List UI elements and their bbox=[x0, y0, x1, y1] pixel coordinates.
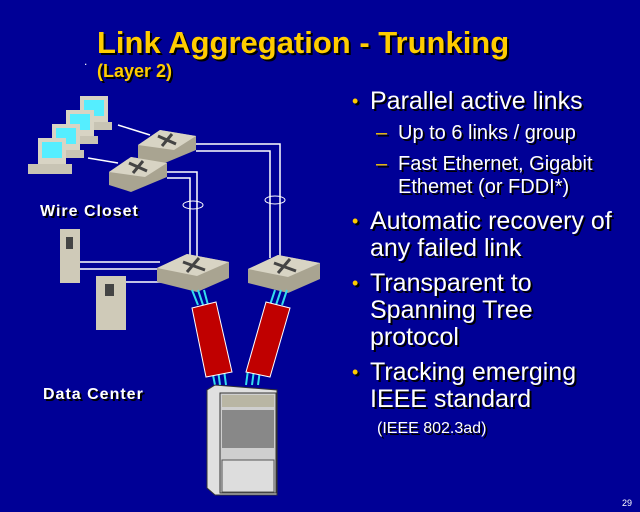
slide-title: Link Aggregation - Trunking bbox=[97, 25, 510, 60]
trunk-tube-right bbox=[245, 301, 291, 378]
bullet-text: protocol bbox=[370, 323, 459, 351]
bullet-text: Automatic recovery of bbox=[370, 207, 612, 235]
sub-bullet-text: Up to 6 links / group bbox=[398, 122, 576, 144]
bullet-text: Spanning Tree bbox=[370, 296, 533, 324]
wire-closet-label: Wire Closet bbox=[40, 203, 139, 220]
bullet-text: Tracking emerging bbox=[370, 358, 577, 386]
data-center-label: Data Center bbox=[43, 386, 144, 403]
switch-icons bbox=[109, 130, 320, 293]
bullet-text: IEEE standard bbox=[370, 385, 532, 413]
bullet-text: Transparent to bbox=[370, 269, 532, 297]
sub-bullet-text: Fast Ethernet, Gigabit bbox=[398, 153, 593, 175]
workstation-icons bbox=[28, 96, 112, 174]
trunk-tube-left bbox=[191, 301, 233, 378]
server-icons bbox=[60, 229, 126, 330]
decorative-dot: . bbox=[84, 54, 88, 68]
aggregation-ring-1 bbox=[182, 200, 204, 210]
bullet-text: any failed link bbox=[370, 234, 522, 262]
page-number: 29 bbox=[621, 498, 632, 508]
standard-note: (IEEE 802.3ad) bbox=[377, 420, 487, 437]
bullet-text: Parallel active links bbox=[370, 87, 583, 115]
sub-bullet-text: Ethemet (or FDDI*) bbox=[398, 176, 570, 198]
chassis-switch-icon bbox=[206, 384, 278, 496]
link-lines bbox=[80, 124, 281, 283]
aggregation-ring-2 bbox=[264, 195, 286, 205]
slide-subtitle: (Layer 2) bbox=[97, 61, 173, 81]
sub-bullet-1: –Up to 6 links / group bbox=[376, 122, 576, 144]
bullet-1: •Parallel active links bbox=[352, 87, 583, 115]
